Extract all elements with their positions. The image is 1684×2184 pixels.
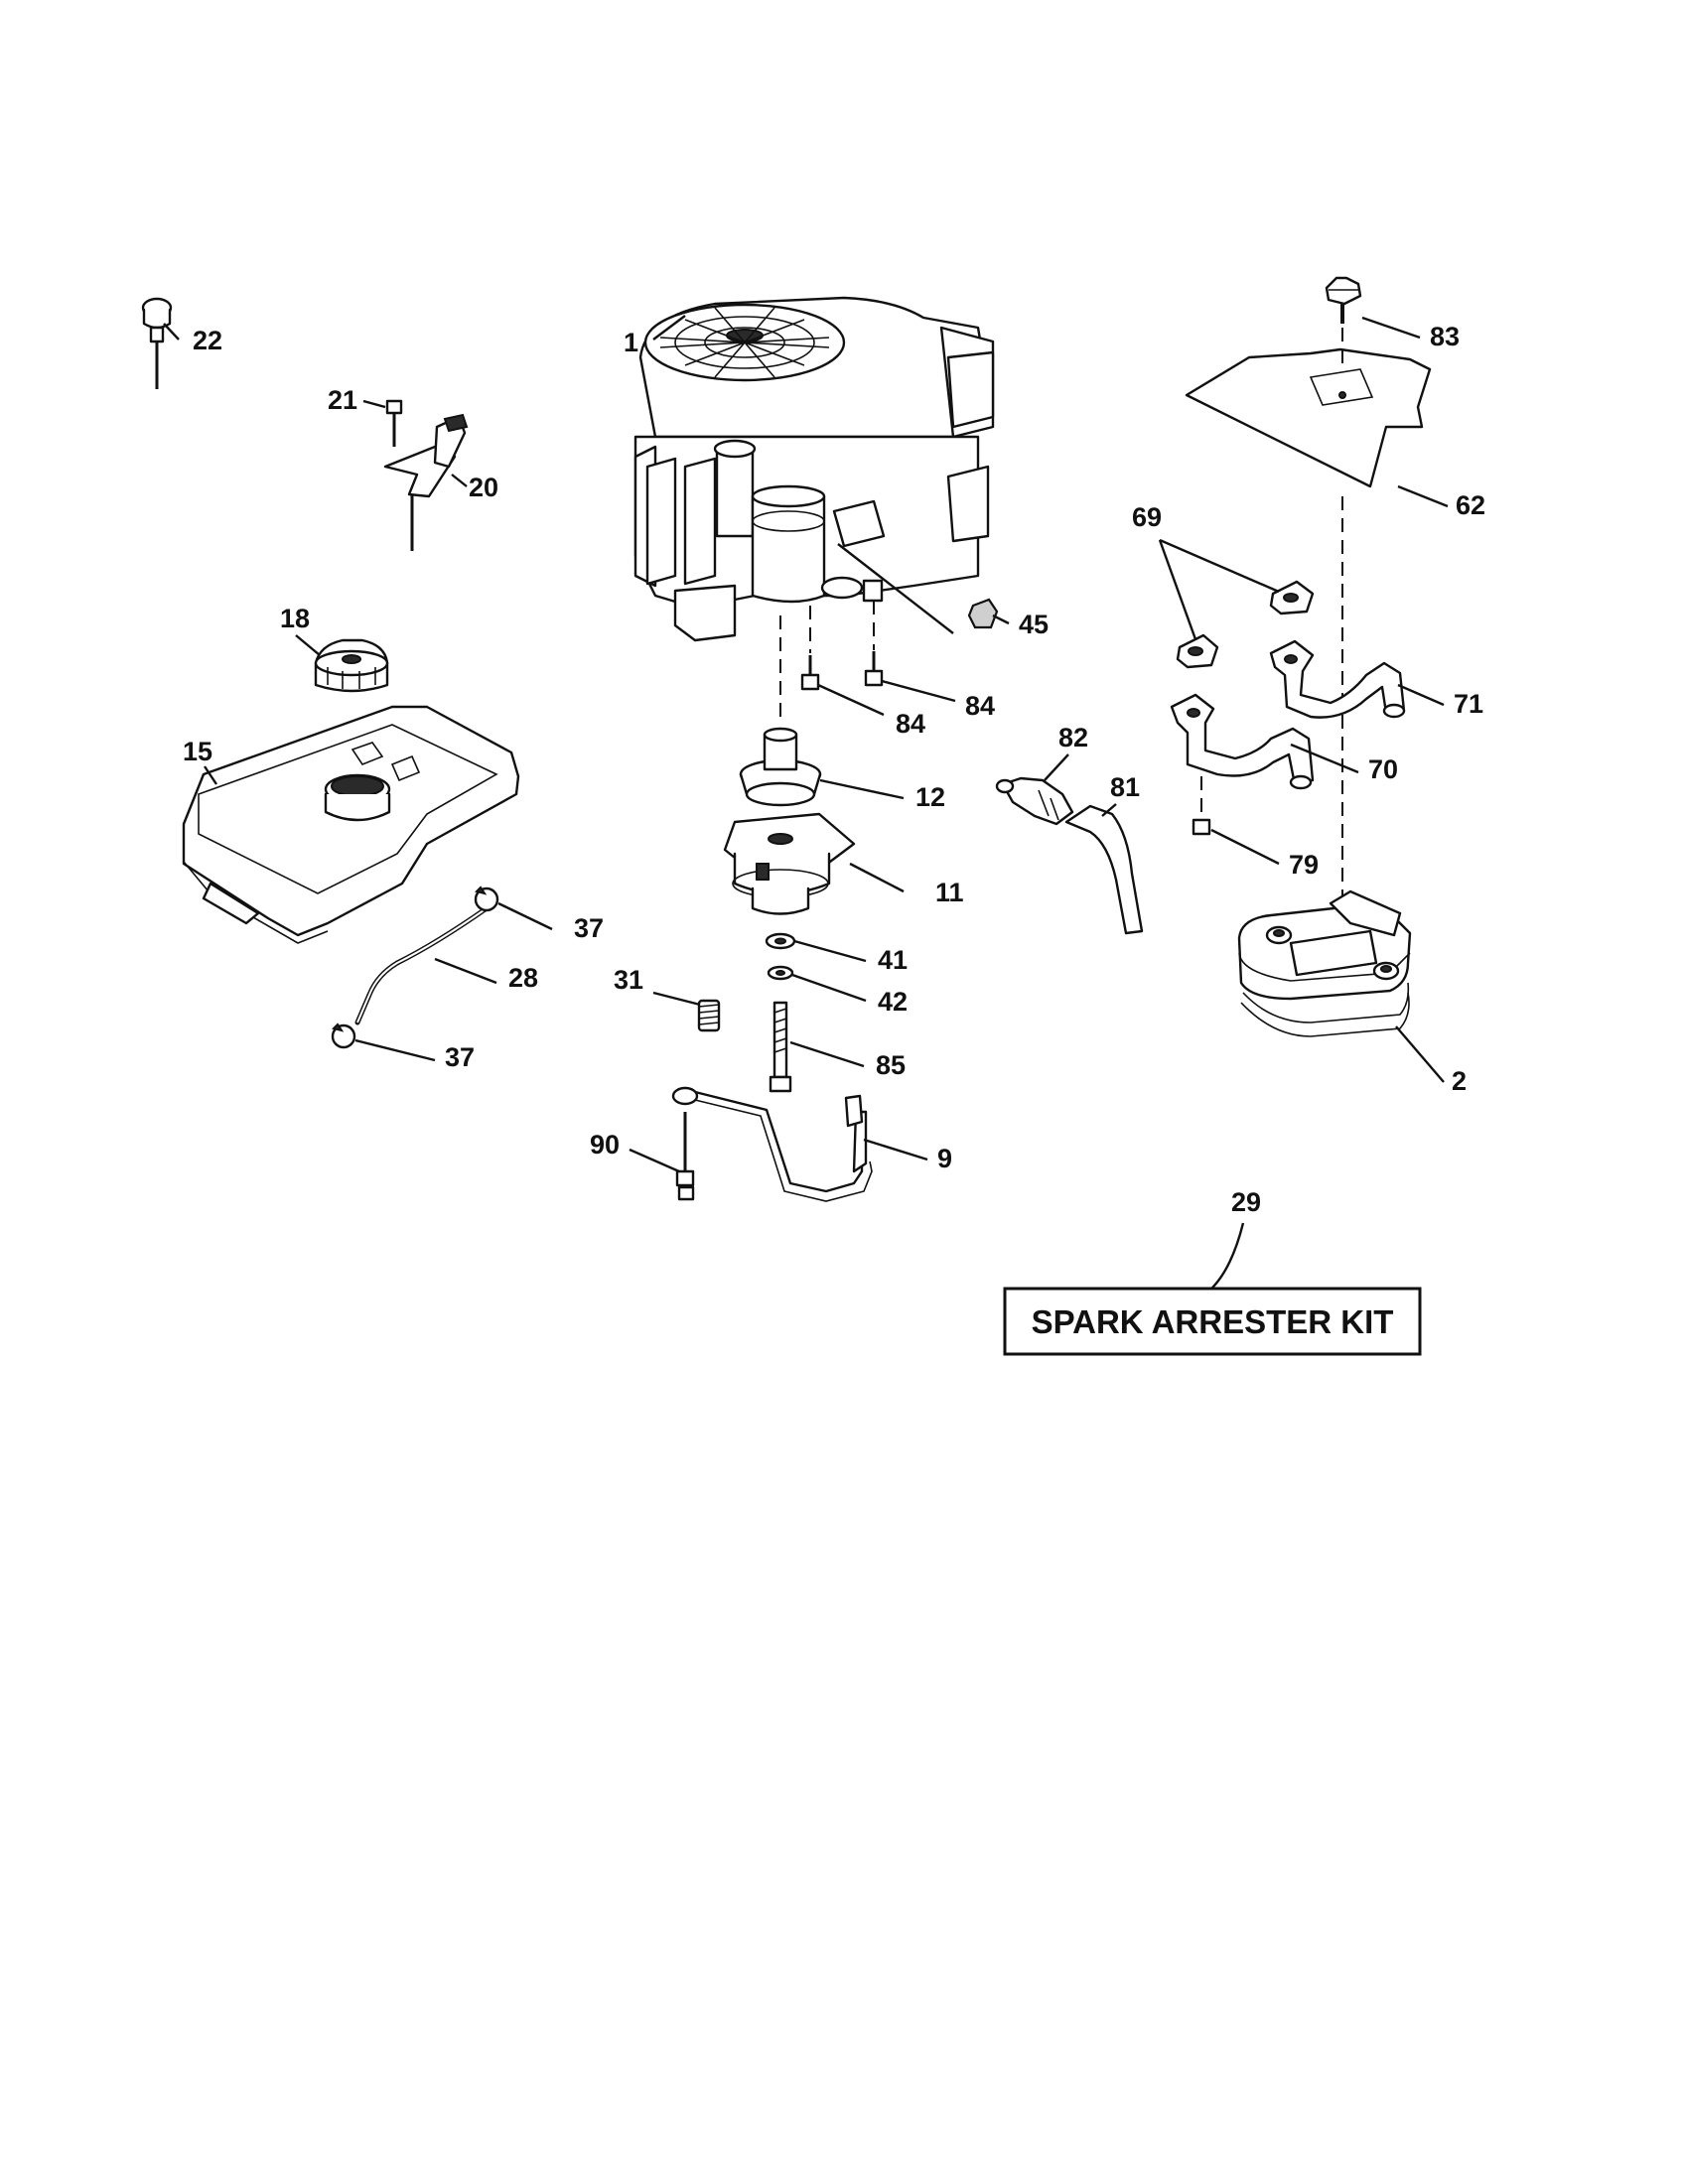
part-37-clamp-b — [331, 1023, 356, 1049]
part-1-engine — [633, 296, 995, 642]
callout-83: 83 — [1430, 322, 1460, 351]
leader-lines — [163, 315, 1449, 1292]
leader-2 — [1395, 1025, 1445, 1083]
leader-81 — [1101, 803, 1117, 817]
leader-18 — [295, 634, 321, 656]
leader-79 — [1210, 828, 1280, 866]
part-41-washer — [765, 932, 796, 950]
callout-84-left: 84 — [896, 709, 925, 739]
leader-20 — [451, 474, 468, 487]
leader-37a — [497, 901, 553, 931]
part-90-bolt — [675, 1112, 695, 1201]
callout-18: 18 — [280, 604, 310, 633]
part-84-bolt-b — [864, 651, 884, 687]
part-15-fuel-tank — [182, 705, 520, 944]
callout-11: 11 — [935, 878, 964, 907]
callout-69: 69 — [1132, 502, 1162, 532]
callout-42: 42 — [878, 987, 908, 1017]
callout-90: 90 — [590, 1130, 620, 1160]
part-18-fuel-cap — [314, 638, 389, 693]
part-20-throttle-bracket — [383, 413, 469, 551]
callout-81: 81 — [1110, 772, 1140, 802]
part-79-bolt — [1192, 818, 1211, 836]
part-22-plug — [141, 297, 173, 389]
part-37-clamp-a — [474, 886, 499, 912]
leader-12 — [819, 778, 905, 800]
callout-37-bottom: 37 — [445, 1042, 475, 1072]
leader-85 — [789, 1040, 865, 1068]
spark-arrester-kit: SPARK ARRESTER KIT — [1003, 1287, 1422, 1356]
leader-41 — [793, 939, 867, 963]
leader-90 — [629, 1148, 680, 1173]
part-83-screw — [1325, 276, 1362, 324]
leader-84b — [881, 679, 956, 703]
leader-37b — [354, 1038, 436, 1062]
callout-15: 15 — [183, 737, 212, 766]
callout-85: 85 — [876, 1050, 906, 1080]
callout-labels: 22 21 20 1 18 15 37 28 37 31 45 84 84 12… — [183, 322, 1485, 1217]
callout-28: 28 — [508, 963, 538, 993]
spark-arrester-kit-label: SPARK ARRESTER KIT — [1032, 1303, 1394, 1340]
part-9-rod — [671, 1086, 873, 1202]
leader-69b — [1159, 538, 1280, 594]
callout-29: 29 — [1231, 1187, 1261, 1217]
part-31-setscrew — [697, 999, 721, 1032]
leader-71 — [1397, 683, 1445, 707]
part-12-pulley — [739, 727, 822, 807]
leader-70 — [1290, 743, 1359, 774]
leader-69a — [1158, 539, 1197, 640]
part-69-gasket-a — [1176, 633, 1219, 669]
callout-37-top: 37 — [574, 913, 604, 943]
callout-70: 70 — [1368, 754, 1398, 784]
part-82-fuel-filter — [995, 776, 1074, 826]
leader-15 — [204, 765, 217, 785]
callout-41: 41 — [878, 945, 908, 975]
callout-62: 62 — [1456, 490, 1485, 520]
part-69-gasket-b — [1269, 580, 1315, 615]
leader-84a — [817, 683, 885, 717]
callout-45: 45 — [1019, 610, 1049, 639]
callout-12: 12 — [915, 782, 945, 812]
callout-9: 9 — [937, 1144, 952, 1173]
callout-31: 31 — [614, 965, 643, 995]
part-84-bolt-a — [800, 655, 820, 691]
leader-1 — [652, 315, 686, 341]
part-21-screw — [385, 399, 403, 447]
callout-84-right: 84 — [965, 691, 995, 721]
part-42-washer — [767, 965, 794, 981]
callout-21: 21 — [328, 385, 357, 415]
callout-20: 20 — [469, 473, 498, 502]
callout-1: 1 — [624, 328, 638, 357]
leader-83 — [1361, 316, 1421, 340]
leader-28 — [434, 957, 497, 985]
callout-71: 71 — [1454, 689, 1483, 719]
callout-82: 82 — [1058, 723, 1088, 752]
leader-42 — [791, 973, 867, 1003]
leader-11 — [849, 862, 905, 893]
spark-arrester-kit-box — [1003, 1287, 1422, 1356]
part-81-fuel-hose — [1064, 804, 1144, 935]
callout-2: 2 — [1452, 1066, 1467, 1096]
leader-29 — [1208, 1222, 1245, 1292]
leader-45 — [992, 614, 1010, 625]
part-62-heat-shield — [1185, 347, 1432, 488]
leader-45-engine — [837, 543, 954, 634]
leader-82 — [1044, 753, 1069, 781]
leader-62 — [1397, 484, 1449, 508]
callout-22: 22 — [193, 326, 222, 355]
leader-22 — [163, 323, 180, 341]
part-28-fuel-line — [354, 905, 490, 1025]
part-45-nut — [967, 598, 999, 629]
leader-31 — [652, 991, 701, 1007]
part-71-exhaust-pipe — [1269, 639, 1406, 719]
part-70-exhaust-pipe — [1170, 693, 1315, 790]
part-85-bolt — [769, 1001, 792, 1093]
part-11-clutch — [723, 812, 856, 915]
part-2-muffler — [1237, 889, 1412, 1037]
callout-79: 79 — [1289, 850, 1319, 880]
leader-21 — [362, 399, 386, 409]
leader-9 — [863, 1138, 928, 1161]
